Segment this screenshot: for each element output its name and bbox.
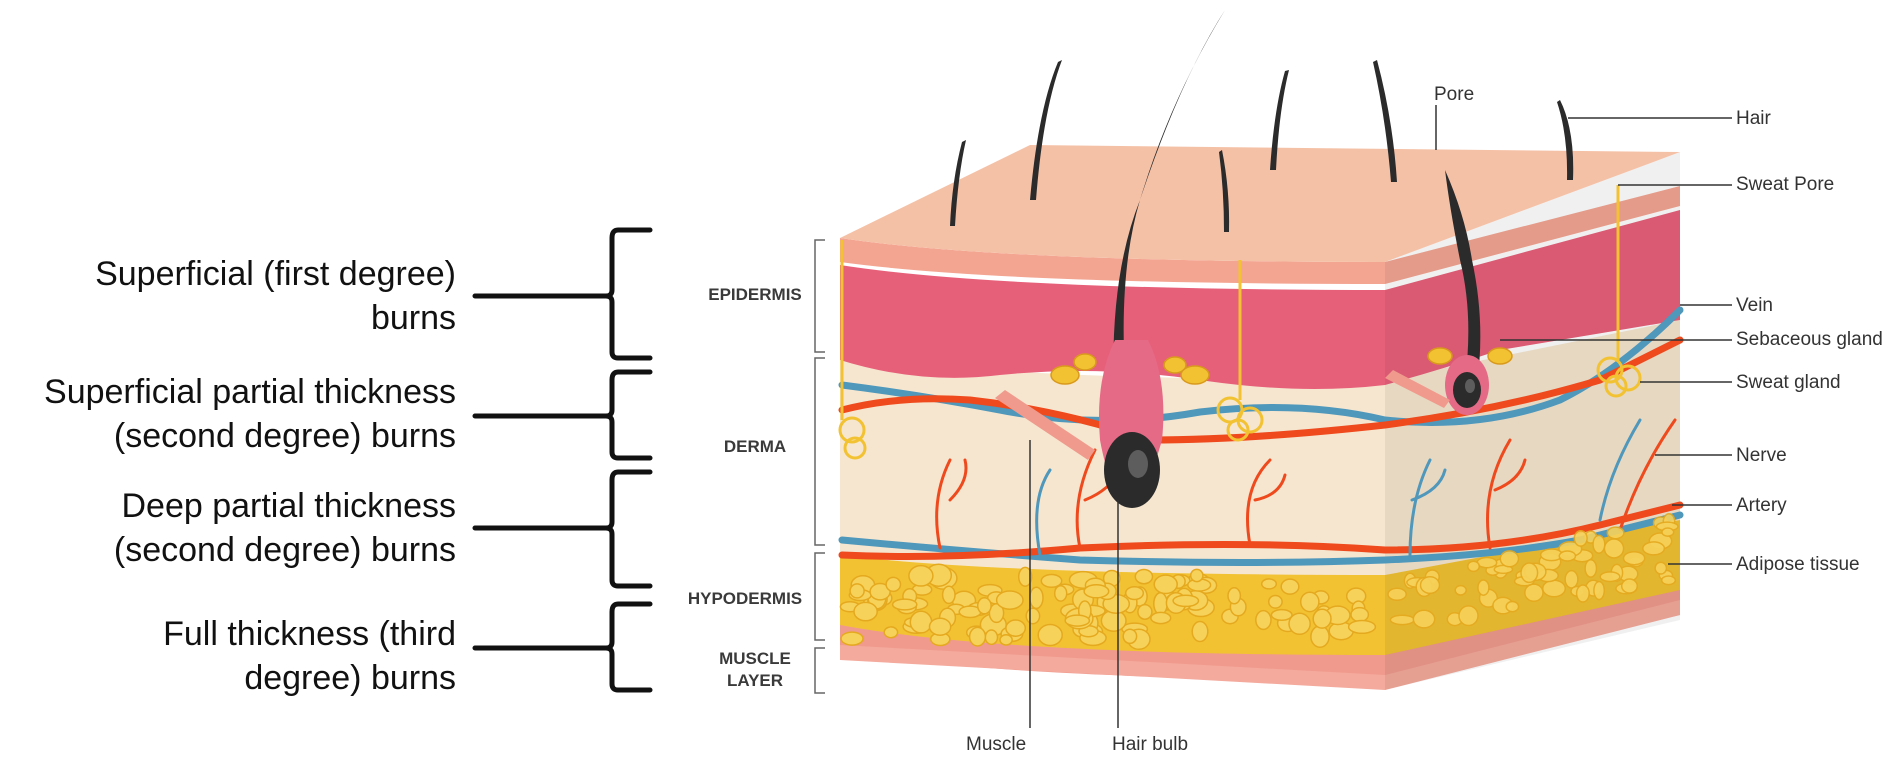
adipose-cell (1173, 595, 1198, 606)
part-label-adipose-tissue: Adipose tissue (1736, 554, 1860, 576)
adipose-cell (1500, 551, 1518, 567)
adipose-cell (1135, 570, 1152, 584)
part-label-sebaceous-gland: Sebaceous gland (1736, 329, 1883, 351)
adipose-cell (1622, 579, 1638, 593)
adipose-cell (1565, 571, 1578, 588)
adipose-cell (1421, 577, 1440, 594)
adipose-cell (1543, 580, 1566, 597)
adipose-cell (1607, 527, 1624, 539)
adipose-cell (1478, 580, 1489, 595)
adipose-cell (1154, 593, 1167, 615)
adipose-cell (1459, 606, 1478, 626)
adipose-cell (1585, 560, 1596, 577)
adipose-cell (1624, 552, 1645, 565)
part-label-muscle: Muscle (966, 734, 1026, 756)
adipose-cell (1123, 629, 1136, 643)
layer-label-muscle: MUSCLE LAYER (690, 648, 820, 692)
adipose-cell (1191, 569, 1203, 581)
adipose-cell (841, 632, 863, 645)
part-label-nerve: Nerve (1736, 445, 1787, 467)
adipose-cell (997, 591, 1023, 609)
part-label-sweat-pore: Sweat Pore (1736, 174, 1834, 196)
adipose-cell (1262, 579, 1277, 589)
adipose-cell (1577, 585, 1590, 602)
adipose-cell (1269, 596, 1282, 609)
adipose-cell (1600, 572, 1620, 582)
adipose-cell (1138, 605, 1152, 620)
adipose-cell (970, 627, 986, 646)
adipose-cell (1413, 610, 1434, 628)
adipose-cell (1643, 542, 1665, 555)
part-label-artery: Artery (1736, 495, 1787, 517)
part-label-pore: Pore (1434, 84, 1474, 106)
layer-label-derma: DERMA (690, 436, 820, 458)
adipose-cell (1228, 588, 1240, 604)
adipose-cell (930, 618, 951, 635)
adipose-cell (978, 598, 991, 614)
adipose-cell (1313, 609, 1331, 628)
adipose-cell (1281, 579, 1299, 594)
adipose-cell (1593, 535, 1605, 553)
adipose-cell (943, 586, 955, 603)
adipose-cell (854, 602, 877, 620)
adipose-cell (1038, 625, 1062, 646)
adipose-cell (1604, 539, 1623, 558)
adipose-cell (1594, 582, 1604, 600)
adipose-cell (1065, 615, 1089, 626)
part-label-hair-bulb: Hair bulb (1112, 734, 1188, 756)
adipose-cell (1084, 585, 1109, 598)
adipose-cell (1525, 584, 1543, 601)
adipose-cell (886, 577, 900, 591)
adipose-cell (909, 566, 933, 586)
adipose-cell (1351, 608, 1368, 622)
layer-label-hypodermis: HYPODERMIS (670, 588, 820, 610)
adipose-cell (850, 584, 864, 598)
bracket-superficial (475, 230, 650, 358)
layer-label-muscle-line1: MUSCLE (690, 648, 820, 670)
adipose-cell (1521, 563, 1538, 582)
adipose-cell (1000, 635, 1012, 645)
adipose-cell (1041, 575, 1061, 588)
adipose-cell (1455, 586, 1466, 595)
adipose-cell (1388, 588, 1406, 600)
adipose-cell (1349, 621, 1376, 634)
bracket-full-thickness (475, 604, 650, 690)
adipose-cell (1006, 620, 1025, 636)
adipose-cell (1506, 602, 1518, 612)
adipose-cell (1559, 551, 1575, 561)
adipose-cell (1289, 613, 1310, 634)
layer-label-epidermis: EPIDERMIS (690, 284, 820, 306)
adipose-cell (893, 599, 917, 610)
layer-brackets (815, 240, 825, 693)
adipose-cell (1574, 531, 1587, 546)
burn-brackets (475, 230, 650, 690)
adipose-cell (985, 630, 997, 644)
part-label-hair: Hair (1736, 108, 1771, 130)
layer-label-muscle-line2: LAYER (690, 670, 820, 692)
adipose-cell (1055, 586, 1067, 601)
adipose-cell (884, 627, 897, 638)
bracket-superficial-partial (475, 372, 650, 458)
adipose-cell (1271, 610, 1292, 621)
adipose-cell (1662, 576, 1676, 585)
part-label-vein: Vein (1736, 295, 1773, 317)
adipose-cell (1301, 592, 1319, 611)
adipose-cell (1311, 626, 1329, 647)
adipose-cell (1151, 612, 1171, 623)
adipose-cell (1468, 561, 1480, 571)
adipose-cell (1126, 587, 1144, 600)
part-label-sweat-gland: Sweat gland (1736, 372, 1841, 394)
adipose-cell (1154, 575, 1177, 593)
adipose-cell (910, 611, 931, 633)
adipose-cell (1256, 611, 1271, 630)
adipose-cell (1030, 587, 1043, 608)
adipose-cell (1655, 562, 1666, 574)
bracket-deep-partial (475, 472, 650, 586)
adipose-cell (1662, 528, 1674, 536)
adipose-cell (1026, 608, 1039, 623)
adipose-cell (1390, 615, 1414, 624)
adipose-cell (1192, 622, 1208, 642)
